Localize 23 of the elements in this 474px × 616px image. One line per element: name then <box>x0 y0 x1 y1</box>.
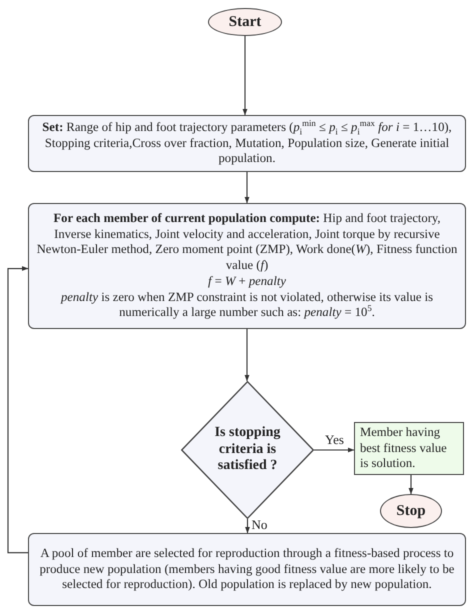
process-box <box>28 533 466 606</box>
decision-diamond <box>181 381 314 519</box>
box-text: Member having best fitness value is solution. <box>360 424 448 472</box>
box-text: Set: Range of hip and foot trajectory parameters (p$_{i}$$^{min}$ ≤ p$_{i}$ ≤ p$_{i}$$^{max}$ for i = 1…10), Stopping criteria,Cross over fraction, Mutation, Population size, Generate initial population. <box>41 120 453 168</box>
box-text: Is stopping criteria is satisfied ? <box>214 424 282 476</box>
box-text: For each member of current population compute: Hip and foot trajectory, Inverse kinematics, Joint velocity and acceleration, Joint torque by recursive Newton-Euler method, Zero moment point (ZMP), Work done(W), Fitness function value (f) <box>36 210 458 274</box>
result-box <box>354 422 464 475</box>
edge-label: Yes <box>324 433 345 448</box>
process-box <box>28 115 466 172</box>
arrow <box>7 266 28 554</box>
formula-text: f = W + penalty <box>208 274 286 290</box>
arrow <box>242 36 248 116</box>
arrow <box>245 519 250 534</box>
box-text: Stop <box>396 502 426 520</box>
box-text: A pool of member are selected for reproduction through a fitness-based process to produce new population (members having good fitness value are more likely to be selected for reproduction). Old population is replaced by new population. <box>38 546 456 594</box>
box-text: Start <box>228 12 262 32</box>
arrow <box>244 329 250 382</box>
arrow <box>408 475 414 494</box>
process-box <box>28 203 466 329</box>
arrow <box>314 448 354 452</box>
arrow <box>244 172 250 204</box>
note-text: penalty is zero when ZMP constraint is not violated, otherwise its value is numerically a large number such as: penalty = 10$^{5}$. <box>60 290 434 322</box>
edge-label: No <box>250 518 268 532</box>
